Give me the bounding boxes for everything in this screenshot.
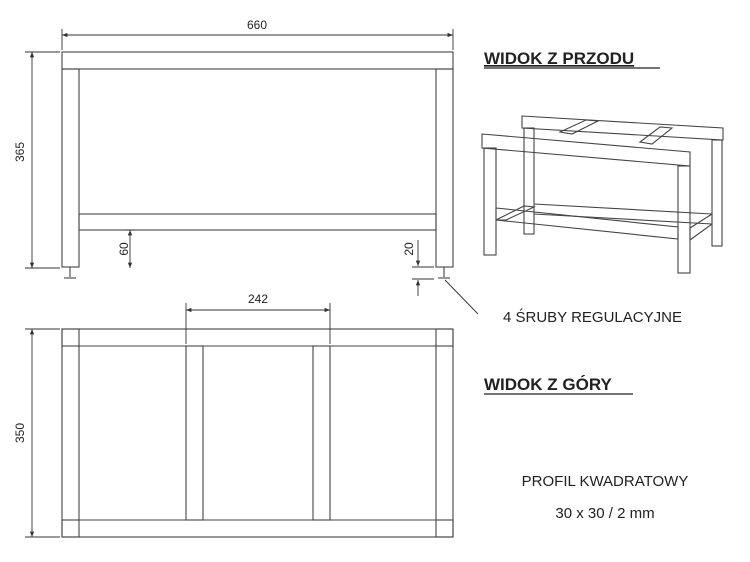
top-crossbar-1 — [185, 345, 204, 521]
screw-leader-line — [444, 279, 479, 315]
front-view — [61, 51, 454, 279]
profile-type-note: PROFIL KWADRATOWY — [522, 473, 689, 490]
front-dimensions — [25, 29, 479, 315]
front-lower-rail — [78, 213, 437, 231]
width-dimension-label: 660 — [247, 18, 267, 32]
isometric-view — [481, 115, 724, 274]
depth-dimension-label: 350 — [13, 423, 27, 443]
height-dimension-label: 365 — [13, 142, 27, 162]
top-view — [61, 328, 454, 538]
top-view-title: WIDOK Z GÓRY — [484, 375, 612, 394]
iso-front-lower-rail — [495, 207, 679, 240]
front-view-title: WIDOK Z PRZODU — [484, 49, 634, 68]
leveling-screws-note: 4 ŚRUBY REGULACYJNE — [503, 308, 682, 326]
iso-front-left-leg — [483, 147, 497, 256]
iso-cross-bar-1 — [558, 119, 601, 135]
profile-size-note: 30 x 30 / 2 mm — [555, 505, 654, 522]
front-top-rail — [61, 51, 454, 70]
iso-back-left-leg — [523, 127, 535, 235]
spacing-dimension-label: 242 — [248, 292, 268, 306]
front-left-leg — [61, 68, 80, 268]
shelf-height-dimension-label: 60 — [117, 242, 131, 256]
top-dimensions — [25, 303, 331, 538]
iso-back-right-leg — [711, 139, 723, 247]
top-outer-frame — [61, 328, 454, 538]
iso-front-right-leg — [677, 165, 691, 274]
foot-dimension-label: 20 — [402, 242, 416, 256]
top-crossbar-2 — [312, 345, 331, 521]
iso-back-top-rail — [521, 115, 724, 141]
iso-cross-bar-2 — [638, 126, 674, 145]
front-right-leg — [435, 68, 454, 268]
